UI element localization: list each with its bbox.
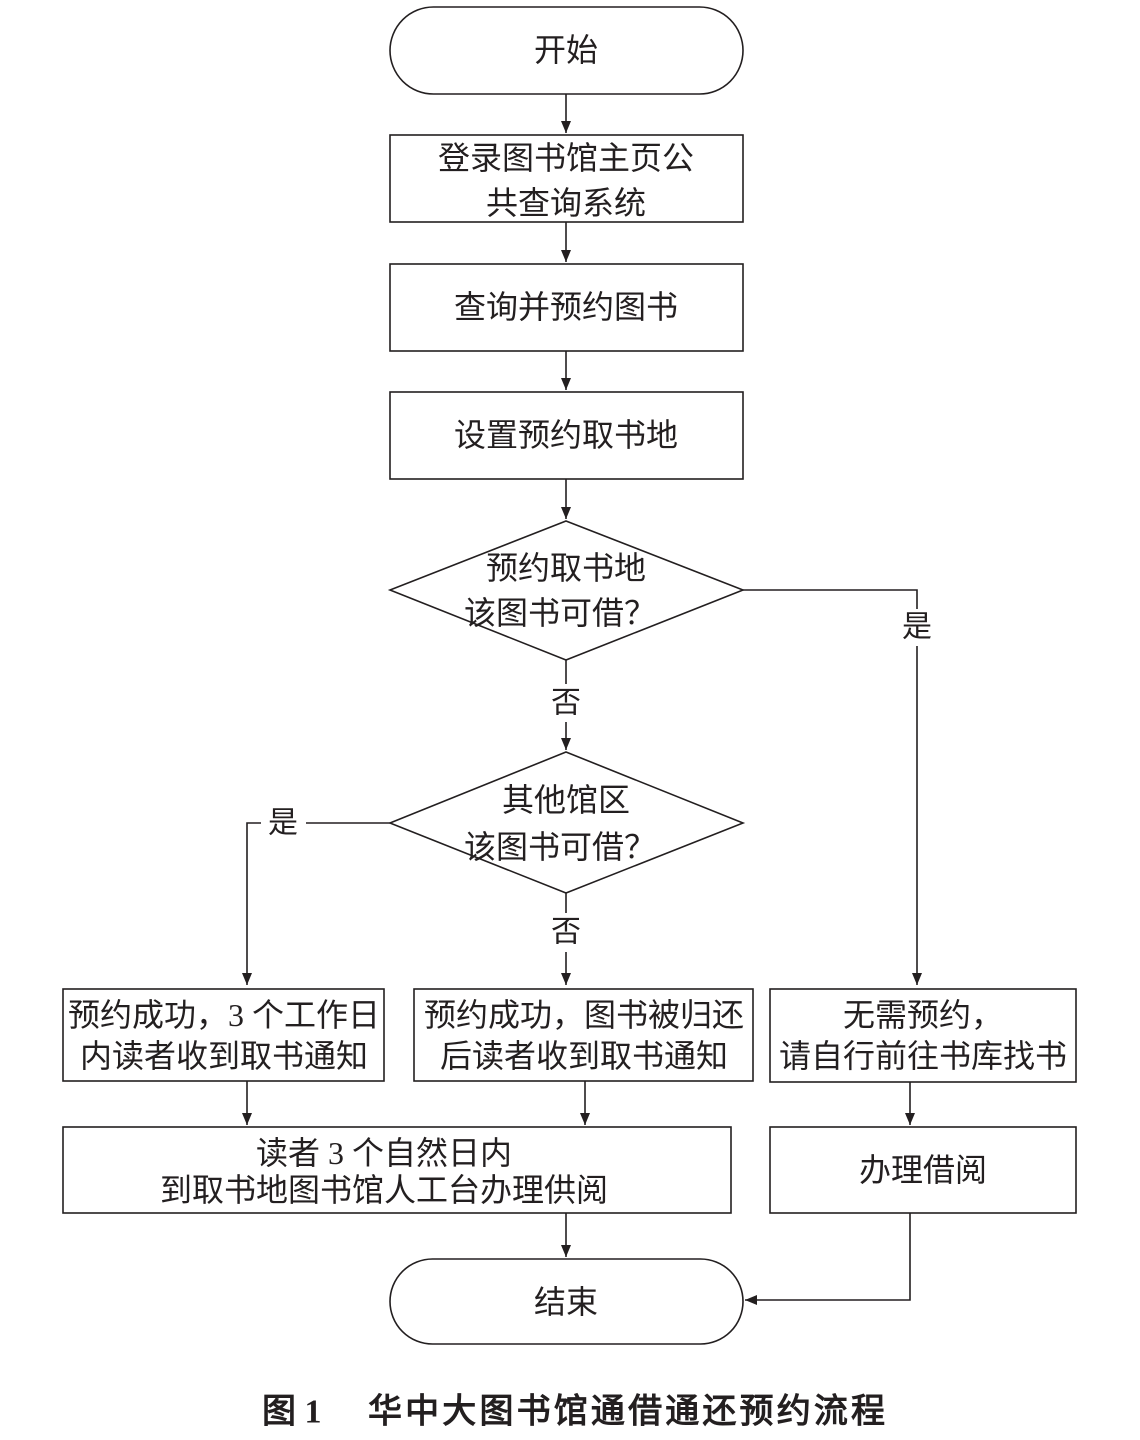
success-returned-label-line-2: 后读者收到取书通知 [440, 1038, 728, 1074]
borrow-process-shape [769, 1126, 1077, 1214]
login-node: 登录图书馆主页公 共查询系统 [389, 134, 744, 223]
decision-local-label-line-1: 预约取书地 [486, 550, 646, 586]
figure-caption-label: 图 1 [262, 1394, 322, 1431]
start-node: 开始 [389, 6, 744, 95]
decision-local-label-line-2: 该图书可借？ [464, 595, 656, 631]
success-3days-label-line-2: 内读者收到取书通知 [80, 1038, 368, 1074]
edge-label-local-yes: 是 [902, 611, 932, 644]
decision-other-label-line-2: 该图书可借？ [464, 829, 656, 865]
edge-label-other-no: 否 [551, 916, 581, 949]
success-returned-label-line-1: 预约成功，图书被归还 [424, 997, 744, 1033]
borrow-node: 办理借阅 [769, 1126, 1077, 1214]
arrow-decision-other-yes-to-success-3days [242, 822, 261, 985]
end-node: 结束 [389, 1258, 744, 1345]
decision-other-node: 其他馆区 该图书可借？ [387, 751, 746, 894]
login-label-line-2: 共查询系统 [486, 185, 646, 221]
start-label: 开始 [534, 32, 598, 68]
no-reservation-node: 无需预约， 请自行前往书库找书 [769, 988, 1077, 1083]
pickup-process-shape [62, 1126, 732, 1214]
success-returned-node: 预约成功，图书被归还 后读者收到取书通知 [413, 988, 754, 1082]
arrow-borrow-to-end [745, 1213, 911, 1305]
login-label-line-1: 登录图书馆主页公 [438, 140, 694, 176]
success-returned-process-shape [413, 988, 754, 1082]
no-reservation-label-line-2: 请自行前往书库找书 [779, 1038, 1067, 1074]
no-reservation-process-shape [769, 988, 1077, 1083]
pickup-label-line-1: 读者 3 个自然日内 [256, 1135, 512, 1171]
no-reservation-label-line-1: 无需预约， [843, 997, 1003, 1033]
borrow-label: 办理借阅 [859, 1152, 987, 1188]
success-3days-label-line-1: 预约成功，3 个工作日 [68, 997, 380, 1033]
pickup-label-line-2: 到取书地图书馆人工台办理供阅 [160, 1172, 608, 1208]
edge-label-local-no: 否 [551, 687, 581, 720]
end-label: 结束 [534, 1284, 598, 1320]
pickup-node: 读者 3 个自然日内 到取书地图书馆人工台办理供阅 [62, 1126, 732, 1214]
success-3days-node: 预约成功，3 个工作日 内读者收到取书通知 [62, 988, 385, 1082]
success-3days-process-shape [62, 988, 385, 1082]
end-terminator-shape [389, 1258, 744, 1345]
set-location-node: 设置预约取书地 [389, 391, 744, 480]
search-node: 查询并预约图书 [389, 263, 744, 352]
edge-label-other-yes: 是 [268, 807, 298, 840]
search-process-shape [389, 263, 744, 352]
edge-decision-local-yes-upper [743, 589, 918, 609]
set-location-label: 设置预约取书地 [454, 417, 678, 453]
decision-other-label-line-1: 其他馆区 [502, 782, 630, 818]
search-label: 查询并预约图书 [454, 289, 678, 325]
